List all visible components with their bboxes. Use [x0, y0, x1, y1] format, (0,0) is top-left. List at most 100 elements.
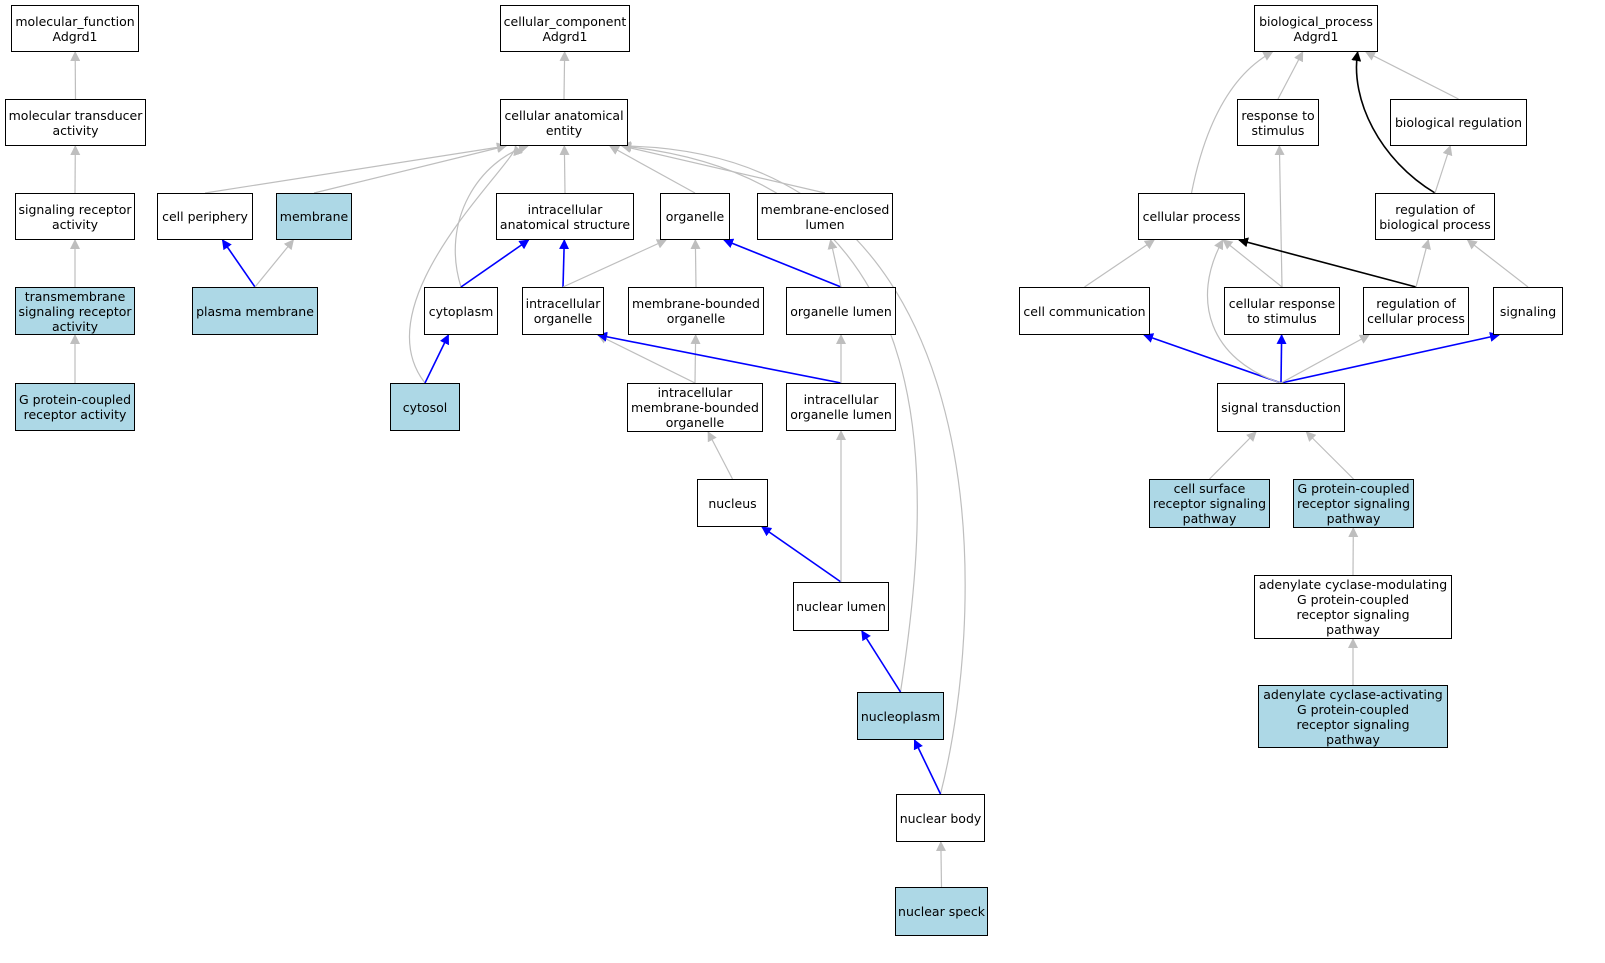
edge-rts-to-bp — [1277, 51, 1304, 100]
node-label: G protein-coupled receptor activity — [18, 392, 132, 422]
node-cellular-process[interactable]: cellular process — [1138, 193, 1245, 240]
node-label: organelle lumen — [790, 303, 892, 319]
node-label: nuclear speck — [898, 904, 985, 919]
node-molecular-function[interactable]: molecular_function Adgrd1 — [11, 5, 139, 52]
node-intracellular-anatomical-structure[interactable]: intracellular anatomical structure — [496, 193, 634, 240]
node-nuclear-lumen[interactable]: nuclear lumen — [793, 582, 889, 631]
node-signal-transduction[interactable]: signal transduction — [1217, 383, 1345, 432]
node-nuclear-speck[interactable]: nuclear speck — [895, 887, 988, 936]
node-cell-communication[interactable]: cell communication — [1019, 287, 1150, 335]
edge-st-to-crts — [1276, 334, 1287, 384]
edge-mem-to-cae — [313, 143, 507, 194]
node-label: membrane-bounded organelle — [632, 296, 760, 326]
node-nuclear-body[interactable]: nuclear body — [896, 794, 985, 842]
node-label: transmembrane signaling receptor activit… — [18, 288, 132, 334]
node-cytoplasm[interactable]: cytoplasm — [424, 287, 498, 335]
node-membrane[interactable]: membrane — [276, 193, 352, 240]
edge-rbp-to-br — [1434, 145, 1453, 194]
node-g-protein-coupled-receptor-signaling-pathway[interactable]: G protein-coupled receptor signaling pat… — [1293, 479, 1414, 528]
node-intracellular-organelle-lumen[interactable]: intracellular organelle lumen — [786, 383, 896, 431]
edge-ol-to-org — [723, 238, 842, 288]
edge-cyto-to-ias — [460, 239, 530, 288]
node-biological-regulation[interactable]: biological regulation — [1390, 99, 1527, 146]
node-intracellular-membrane-bounded-organelle[interactable]: intracellular membrane-bounded organelle — [627, 383, 763, 432]
edge-nb-to-cae — [621, 141, 966, 795]
edge-nb-to-np — [913, 739, 942, 795]
edge-imbo-to-io — [597, 334, 696, 384]
edge-np-to-cae — [621, 141, 918, 693]
node-cell-periphery[interactable]: cell periphery — [157, 193, 253, 240]
node-cellular-component[interactable]: cellular_component Adgrd1 — [500, 5, 630, 52]
node-transmembrane-signaling-receptor-activity[interactable]: transmembrane signaling receptor activit… — [15, 287, 135, 335]
edge-cyto-to-cae — [454, 143, 529, 288]
edge-pm-to-cp — [221, 239, 256, 288]
node-label: signaling — [1499, 303, 1557, 319]
edge-rcp-to-cproc — [1238, 237, 1417, 288]
node-label: nuclear lumen — [796, 599, 886, 614]
node-label: biological regulation — [1394, 115, 1523, 130]
node-signaling[interactable]: signaling — [1493, 287, 1563, 335]
node-plasma-membrane[interactable]: plasma membrane — [192, 287, 318, 335]
node-nucleoplasm[interactable]: nucleoplasm — [857, 692, 944, 740]
node-label: signal transduction — [1221, 400, 1341, 415]
node-intracellular-organelle[interactable]: intracellular organelle — [522, 287, 604, 335]
node-response-to-stimulus[interactable]: response to stimulus — [1237, 99, 1319, 146]
node-g-protein-coupled-receptor-activity[interactable]: G protein-coupled receptor activity — [15, 383, 135, 431]
edge-mel-to-cae — [621, 143, 826, 194]
edge-org-to-cae — [608, 145, 696, 194]
edge-cae-to-cc — [559, 51, 570, 100]
node-label: regulation of cellular process — [1367, 296, 1465, 326]
edge-cytosol-to-cyto — [424, 334, 450, 384]
edge-crts-to-cproc — [1222, 239, 1283, 288]
edge-np-to-nl — [861, 630, 902, 693]
node-organelle-lumen[interactable]: organelle lumen — [786, 287, 896, 335]
edge-ol-to-mel — [827, 239, 842, 288]
edge-st-to-sig — [1280, 332, 1500, 384]
node-label: signaling receptor activity — [18, 201, 132, 232]
edge-io-to-ias — [559, 239, 570, 288]
node-cytosol[interactable]: cytosol — [390, 383, 460, 431]
node-label: G protein-coupled receptor signaling pat… — [1296, 481, 1411, 526]
node-nucleus[interactable]: nucleus — [697, 479, 768, 527]
node-membrane-bounded-organelle[interactable]: membrane-bounded organelle — [628, 287, 764, 335]
node-adenylate-cyclase-modulating-gpcr-pathway[interactable]: adenylate cyclase-modulating G protein-c… — [1254, 575, 1452, 639]
node-label: cellular process — [1142, 209, 1241, 224]
edge-ccom-to-cproc — [1084, 239, 1155, 288]
node-label: cell periphery — [162, 209, 248, 224]
node-label: cellular anatomical entity — [504, 107, 624, 138]
edge-rbp-to-bp — [1351, 51, 1436, 194]
node-label: cellular_component Adgrd1 — [503, 13, 627, 44]
edge-mbo-to-org — [690, 239, 701, 288]
node-membrane-enclosed-lumen[interactable]: membrane-enclosed lumen — [757, 193, 893, 240]
node-label: biological_process Adgrd1 — [1259, 13, 1373, 44]
node-label: cytosol — [402, 399, 448, 415]
node-label: intracellular organelle lumen — [790, 392, 892, 422]
node-molecular-transducer-activity[interactable]: molecular transducer activity — [5, 99, 146, 146]
node-organelle[interactable]: organelle — [660, 193, 730, 240]
node-regulation-of-biological-process[interactable]: regulation of biological process — [1375, 193, 1495, 240]
edge-st-to-cproc — [1206, 239, 1282, 384]
node-label: nucleoplasm — [860, 708, 941, 724]
edge-cp-to-cae — [204, 142, 507, 194]
node-adenylate-cyclase-activating-gpcr-pathway[interactable]: adenylate cyclase-activating G protein-c… — [1258, 685, 1448, 748]
node-cell-surface-receptor-signaling-pathway[interactable]: cell surface receptor signaling pathway — [1149, 479, 1270, 528]
node-cellular-anatomical-entity[interactable]: cellular anatomical entity — [500, 99, 628, 146]
edge-rcp-to-rbp — [1415, 239, 1431, 288]
node-label: nucleus — [708, 495, 757, 511]
edge-st-to-ccom — [1143, 333, 1282, 384]
node-label: cell surface receptor signaling pathway — [1152, 481, 1267, 526]
node-biological-process[interactable]: biological_process Adgrd1 — [1254, 5, 1378, 52]
edge-gpcrsp-to-st — [1305, 431, 1354, 480]
edge-ias-to-cae — [559, 145, 570, 194]
edge-nuc-to-imbo — [707, 431, 734, 480]
node-regulation-of-cellular-process[interactable]: regulation of cellular process — [1363, 287, 1469, 335]
node-label: intracellular membrane-bounded organelle — [631, 385, 759, 430]
node-label: adenylate cyclase-modulating G protein-c… — [1258, 577, 1448, 637]
node-cellular-response-to-stimulus[interactable]: cellular response to stimulus — [1224, 287, 1340, 335]
edge-sig-to-rbp — [1466, 239, 1529, 288]
node-signaling-receptor-activity[interactable]: signaling receptor activity — [15, 193, 135, 240]
edge-st-to-rcp — [1280, 334, 1370, 384]
node-label: plasma membrane — [196, 303, 314, 319]
